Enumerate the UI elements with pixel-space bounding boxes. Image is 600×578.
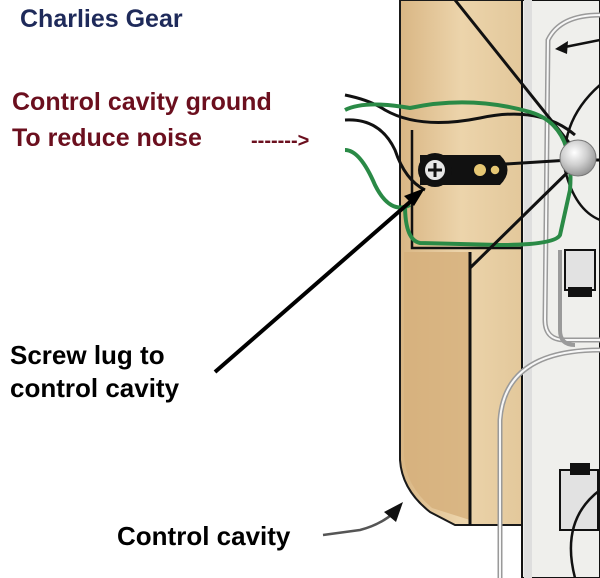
screw-pointer-arrowhead [404, 188, 425, 206]
ground-wire [344, 100, 573, 248]
pot-arc-lower [569, 489, 600, 578]
ground-dashed-arrow: -------> [251, 130, 309, 152]
screw-annotation-line1: Screw lug to [10, 340, 165, 370]
routed-pocket [404, 252, 470, 520]
screw-pointer-line [213, 193, 420, 374]
ground-annotation-line1: Control cavity ground [12, 88, 272, 116]
component-band-lower [570, 463, 590, 475]
cavity-pointer-line [322, 511, 396, 537]
ground-annotation-line2: To reduce noise [12, 124, 202, 152]
control-cavity-label: Control cavity [117, 521, 291, 551]
silver-wire-2-core [499, 349, 600, 578]
component-box-lower [559, 469, 599, 531]
screw-annotation-line2: control cavity [10, 373, 180, 403]
ground-wire-lower [344, 148, 411, 210]
component-box-upper [564, 249, 596, 291]
silver-wire-3 [558, 250, 576, 347]
plate-inner-edge [524, 0, 532, 578]
component-band-upper [568, 287, 592, 297]
black-wire-loop-2 [344, 118, 426, 192]
cavity-pointer-arrowhead [384, 502, 403, 522]
silver-wire-1-core [543, 14, 600, 341]
pot-knob [559, 139, 597, 177]
screw-lug [418, 153, 508, 187]
arrow-indicator-head [555, 41, 568, 54]
pot-down-wire [468, 163, 577, 270]
brand-title: Charlies Gear [20, 5, 183, 33]
